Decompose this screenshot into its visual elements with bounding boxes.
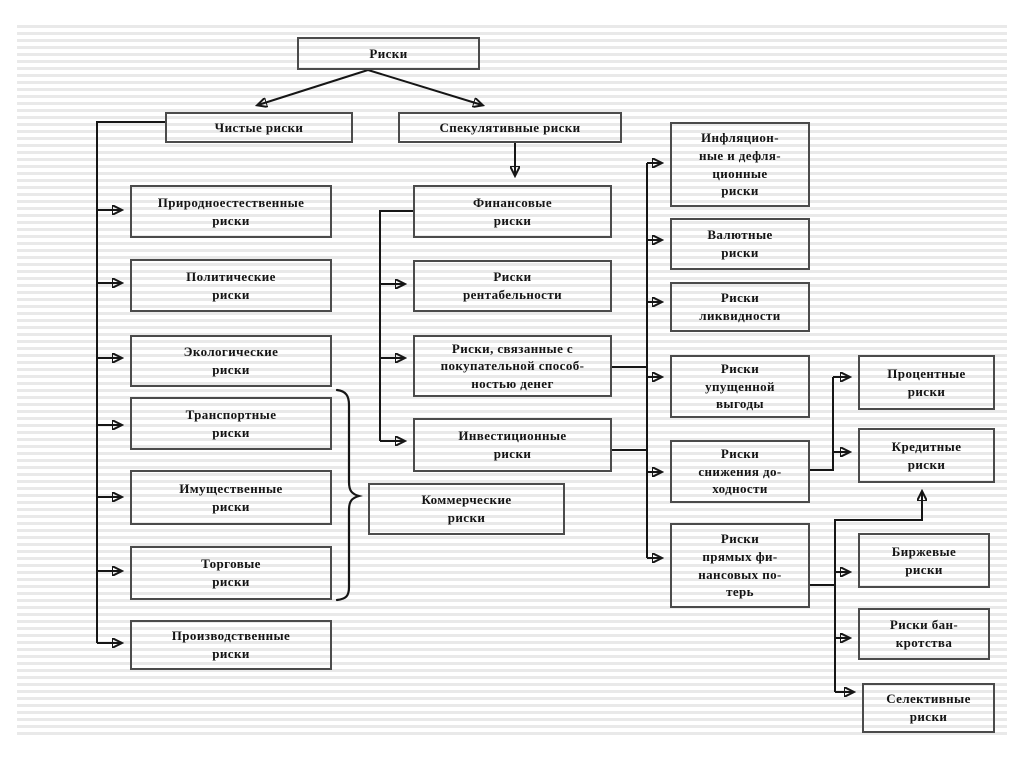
node-imushchestvennye-riski: Имущественные риски [130, 470, 332, 525]
node-chistye-riski: Чистые риски [165, 112, 353, 143]
node-politicheskie-riski: Политические риски [130, 259, 332, 312]
node-spekulyativnye-riski: Спекулятивные риски [398, 112, 622, 143]
node-riski-likvidnosti: Риски ликвидности [670, 282, 810, 332]
edge-poteri-branch [810, 492, 922, 692]
node-riski: Риски [297, 37, 480, 70]
edge-dokhodnost-branch [810, 377, 849, 471]
edge-riski-to-spekulyativnye [367, 69, 482, 105]
node-investitsionnye-riski: Инвестиционные риски [413, 418, 612, 472]
node-torgovye-riski: Торговые риски [130, 546, 332, 600]
node-proizvodstvennye-riski: Производственные риски [130, 620, 332, 670]
node-riski-upushchennoy-vygody: Риски упущенной выгоды [670, 355, 810, 418]
node-birzhevye-riski: Биржевые риски [858, 533, 990, 588]
node-riski-rentabelnosti: Риски рентабельности [413, 260, 612, 312]
node-riski-bankrotstva: Риски бан- кротства [858, 608, 990, 660]
node-valyutnye-riski: Валютные риски [670, 218, 810, 270]
node-riski-snizheniya-dokhodnosti: Риски снижения до- ходности [670, 440, 810, 503]
node-selektivnye-riski: Селективные риски [862, 683, 995, 733]
node-riski-pryamykh-finansovykh-poter: Риски прямых фи- нансовых по- терь [670, 523, 810, 608]
node-protsentnye-riski: Процентные риски [858, 355, 995, 410]
node-kreditnye-riski: Кредитные риски [858, 428, 995, 483]
brace-kommercheskie [335, 388, 364, 602]
node-transportnye-riski: Транспортные риски [130, 397, 332, 450]
edge-chistye-trunk [96, 121, 165, 643]
edge-right-trunk [612, 163, 661, 558]
edge-riski-to-chistye [258, 69, 369, 105]
node-ekologicheskie-riski: Экологические риски [130, 335, 332, 387]
node-prirodnoestestvennye-riski: Природноестественные риски [130, 185, 332, 238]
node-finansovye-riski: Финансовые риски [413, 185, 612, 238]
node-riski-pokupatelnoy-sposobnosti: Риски, связанные с покупательной способ-… [413, 335, 612, 397]
edge-finansovye-trunk [379, 210, 413, 441]
node-inflyatsionnye-deflyatsionnye-riski: Инфляцион- ные и дефля- ционные риски [670, 122, 810, 207]
node-kommercheskie-riski: Коммерческие риски [368, 483, 565, 535]
